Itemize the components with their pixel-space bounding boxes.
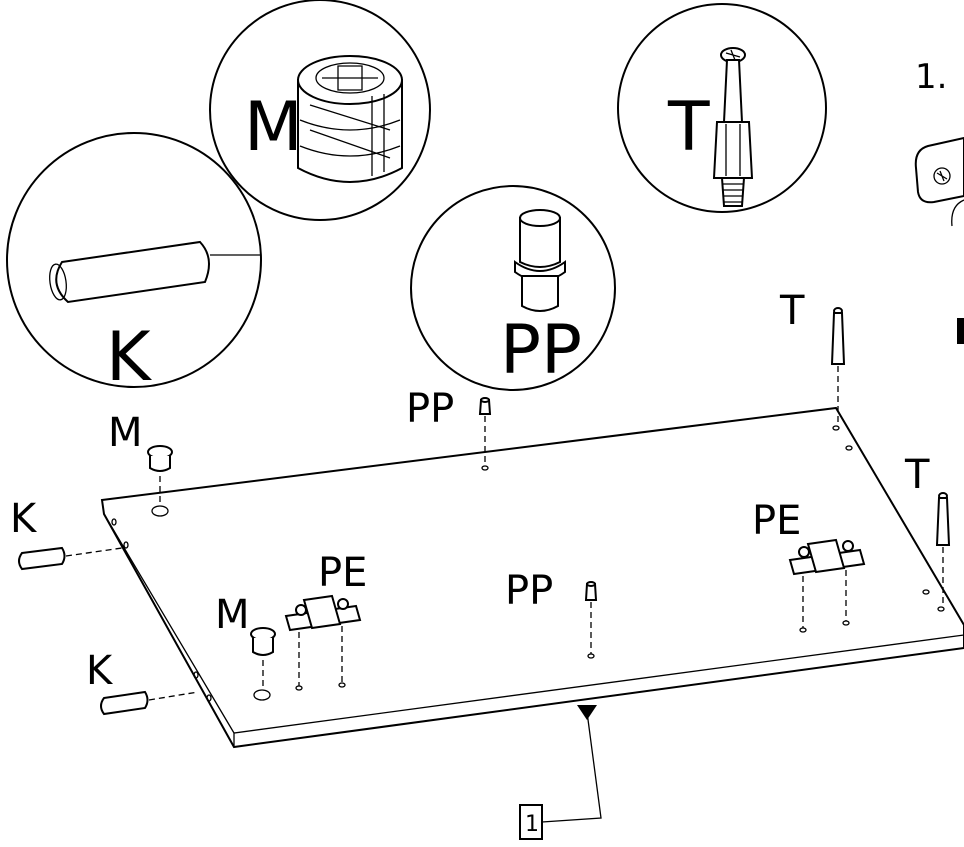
- wall-bracket-icon: [914, 136, 964, 344]
- connector-bolt-upper: T: [779, 288, 846, 426]
- pe-label-right: PE: [752, 498, 801, 544]
- detail-circle-t: T: [617, 3, 827, 213]
- m-detail-label: M: [244, 88, 303, 167]
- cam-lock-upper: M: [108, 410, 173, 506]
- pp-label-upper: PP: [406, 386, 454, 432]
- panel-1: [100, 406, 964, 749]
- shelf-pin-icon: [514, 209, 566, 312]
- connector-bolt-icon: [712, 47, 754, 207]
- k-label-upper: K: [10, 496, 38, 542]
- shelf-pin-upper: PP: [406, 386, 492, 466]
- pe-label-left: PE: [318, 550, 367, 596]
- m-label-upper: M: [108, 410, 143, 456]
- cam-lock-lower: M: [215, 592, 276, 690]
- hinge-plate-right: PE: [752, 498, 866, 628]
- connector-bolt-lower: T: [904, 452, 951, 607]
- callout-box: [519, 804, 543, 840]
- t-label-lower: T: [904, 452, 930, 498]
- t-label-upper: T: [779, 288, 805, 334]
- k-detail-label: K: [106, 318, 153, 397]
- step-number: 1.: [915, 57, 947, 97]
- pp-detail-label: PP: [500, 311, 582, 390]
- m-label-lower: M: [215, 592, 250, 638]
- shelf-pin-lower: PP: [505, 568, 598, 654]
- k-label-lower: K: [86, 648, 114, 694]
- dowel-icon: [49, 240, 261, 304]
- panel-callout: 1: [519, 705, 602, 840]
- panel-holes: [111, 425, 945, 702]
- t-detail-label: T: [667, 88, 710, 167]
- bracket-edge: [957, 318, 964, 344]
- pp-label-lower: PP: [505, 568, 553, 614]
- hinge-plate-left: PE: [284, 550, 367, 686]
- detail-circle-pp: PP: [410, 185, 616, 391]
- detail-circle-k: K: [6, 132, 262, 397]
- dowel-k-upper: K: [10, 496, 123, 571]
- cam-lock-icon: [297, 55, 403, 183]
- dowel-k-lower: K: [86, 648, 199, 716]
- detail-circle-m: M: [209, 0, 431, 221]
- panel-number: 1: [525, 812, 539, 837]
